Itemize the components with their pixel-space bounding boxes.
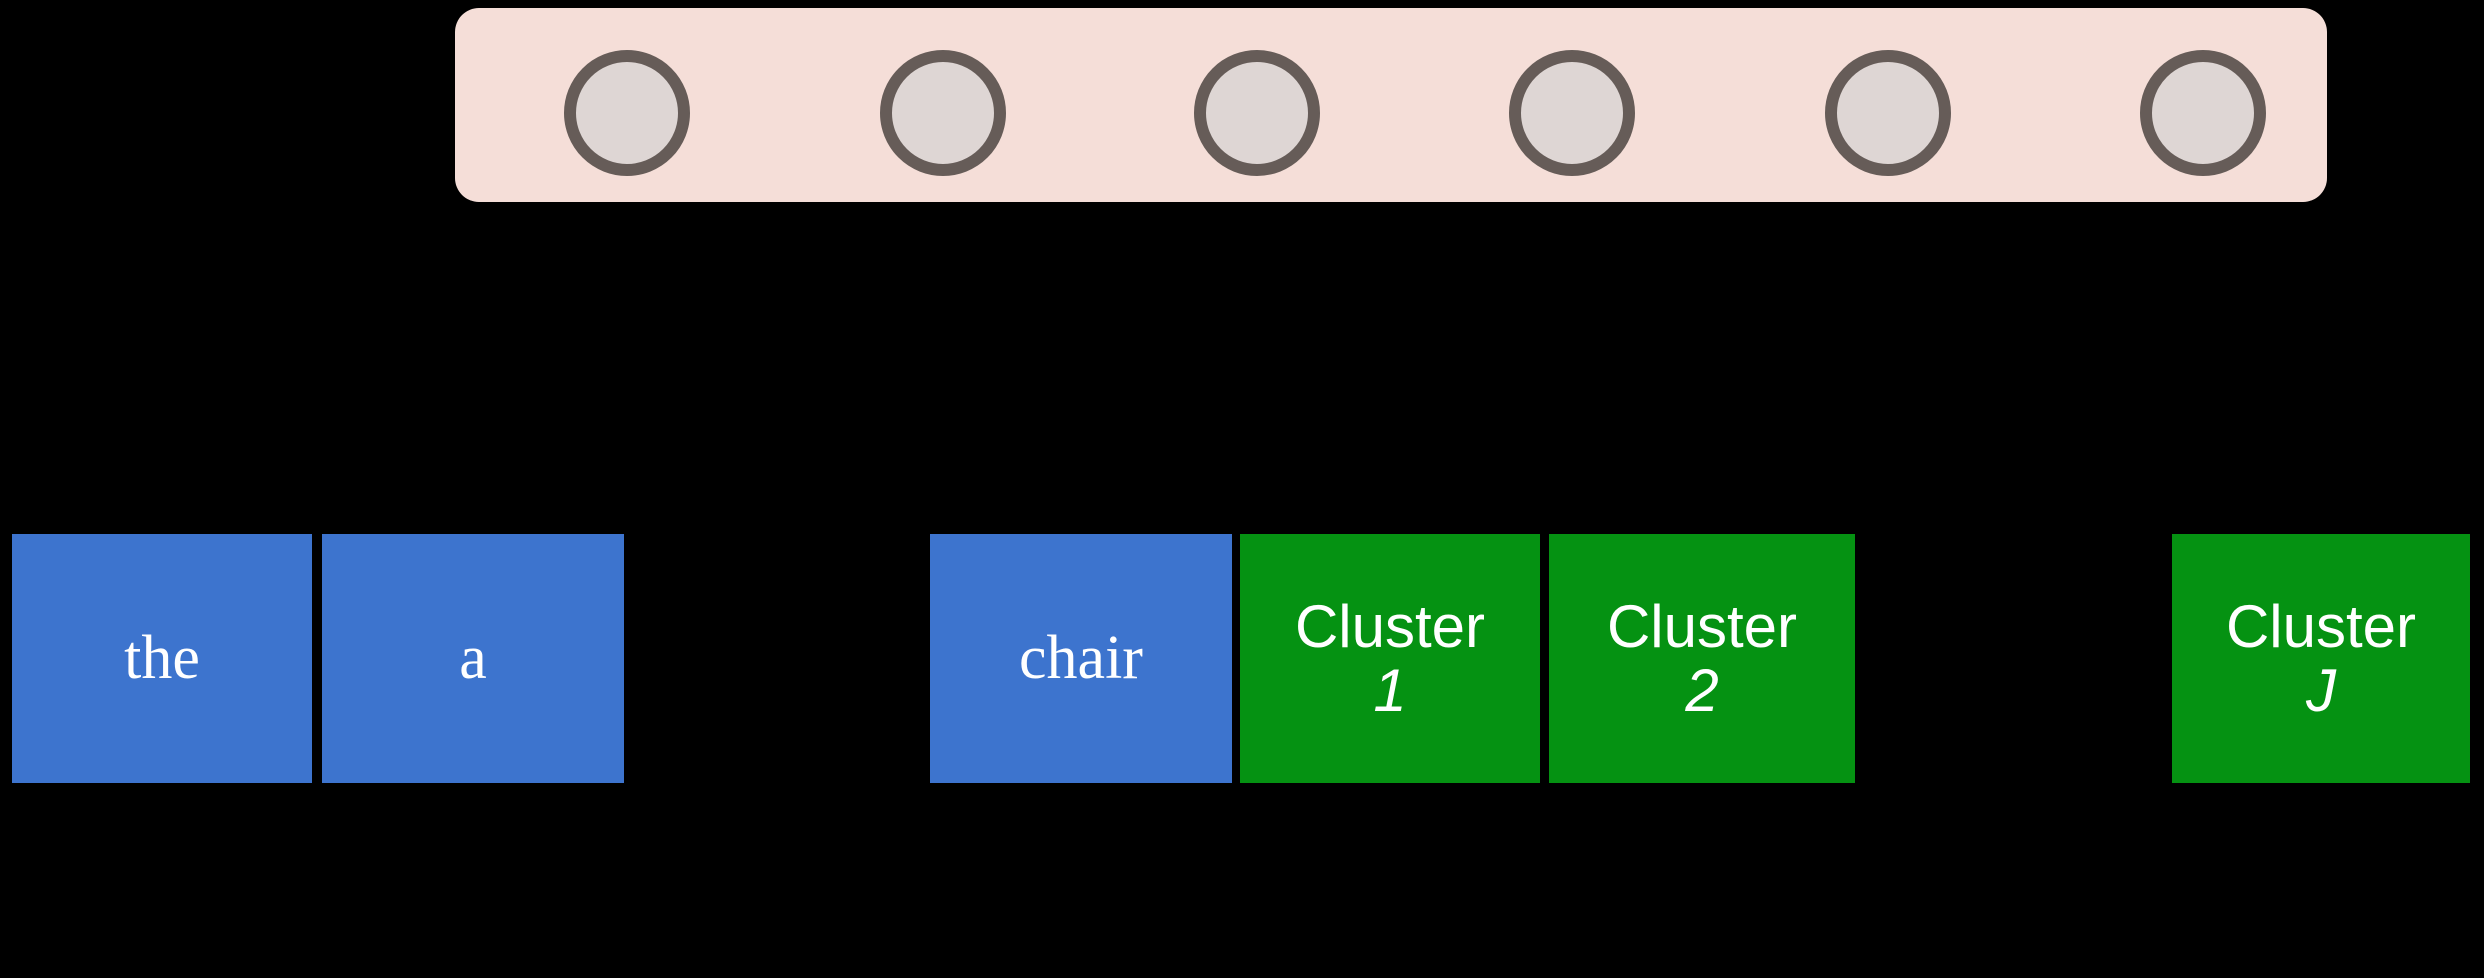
cluster-label: Cluster	[1294, 593, 1486, 661]
cluster-index: J	[2306, 656, 2336, 724]
encoder-node-5	[1825, 50, 1951, 176]
word-label: the	[124, 623, 200, 692]
cluster-index: 2	[1685, 656, 1719, 724]
word-cell[interactable]: chair	[930, 534, 1232, 783]
encoder-node-6	[2140, 50, 2266, 176]
encoder-node-1	[564, 50, 690, 176]
encoder-node-4	[1509, 50, 1635, 176]
cluster-index: 1	[1373, 656, 1407, 724]
cluster-label: Cluster	[1606, 593, 1798, 661]
word-label: chair	[1019, 623, 1143, 692]
word-cell[interactable]: the	[12, 534, 312, 783]
word-cell[interactable]: a	[322, 534, 624, 783]
encoder-bar	[455, 8, 2327, 202]
cluster-label: Cluster	[2225, 593, 2417, 661]
word-label: a	[459, 623, 487, 692]
